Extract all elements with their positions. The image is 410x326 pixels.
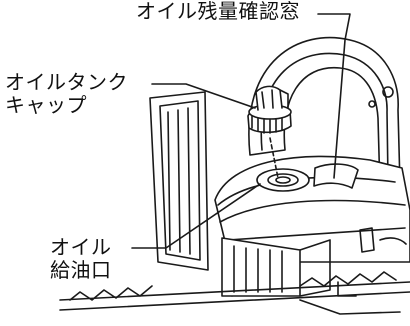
label-oil-tank-cap-line2: キャップ [5, 93, 87, 117]
leader-oil-port [131, 183, 261, 249]
cap-alignment-line [269, 137, 279, 179]
leader-oil-tank-cap [151, 83, 256, 109]
label-oil-tank-cap: オイルタンク キャップ [5, 71, 128, 117]
label-oil-port-line2: 給油口 [50, 258, 112, 282]
label-oil-tank-cap-line1: オイルタンク [5, 70, 128, 94]
label-oil-port-line1: オイル [50, 235, 112, 259]
rear-handle [149, 91, 209, 271]
label-oil-port: オイル 給油口 [50, 236, 112, 282]
leader-lines [131, 13, 351, 249]
label-oil-window: オイル残量確認窓 [136, 0, 300, 23]
saw-chain [59, 271, 410, 315]
leader-oil-window [317, 13, 351, 179]
engine-housing [214, 155, 410, 297]
oil-tank-cap [247, 85, 292, 134]
